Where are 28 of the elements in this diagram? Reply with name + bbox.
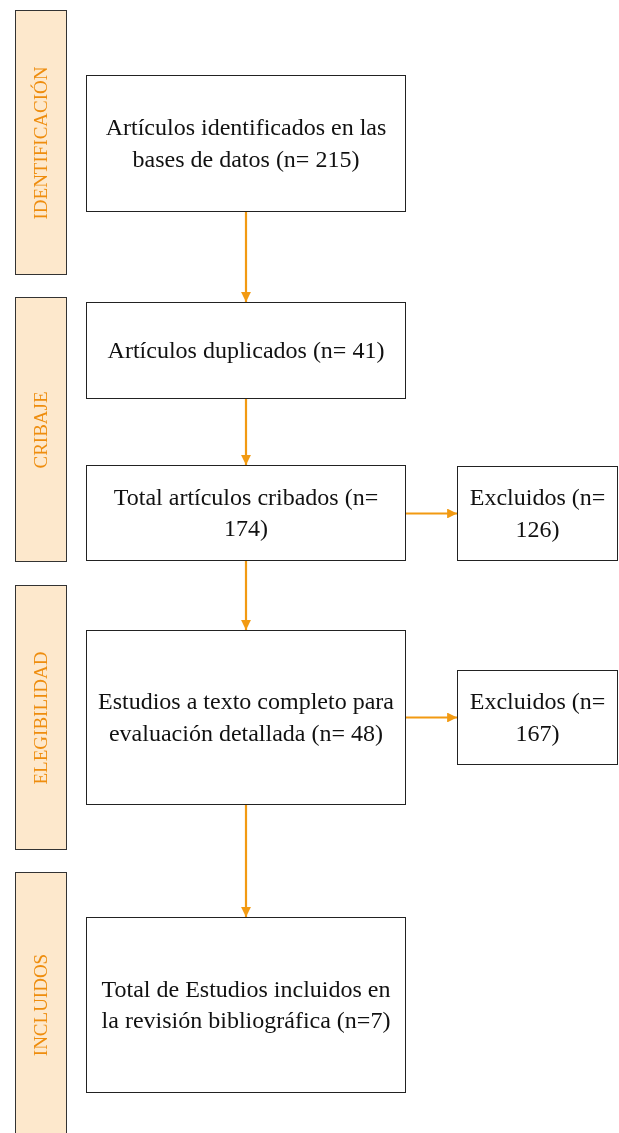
stage-label: CRIBAJE	[30, 390, 52, 469]
process-box	[86, 75, 406, 212]
stage-label: IDENTIFICACIÓN	[30, 66, 52, 219]
process-box	[86, 302, 406, 399]
process-box	[457, 670, 618, 765]
box-text: Estudios a texto completo para evaluación detallada (n= 48)	[97, 687, 395, 748]
arrow	[406, 712, 457, 723]
stage-band	[15, 585, 67, 850]
arrow	[241, 399, 251, 465]
arrow	[241, 805, 251, 917]
arrow	[241, 212, 251, 302]
stage-label: INCLUIDOS	[30, 953, 52, 1056]
box-text: Excluidos (n= 126)	[468, 483, 607, 544]
process-box	[86, 630, 406, 805]
box-text: Artículos identificados en las bases de datos (n= 215)	[104, 113, 388, 174]
stage-label: ELEGIBILIDAD	[30, 651, 52, 784]
box-text: Total artículos cribados (n= 174)	[112, 482, 380, 543]
box-text: Excluidos (n= 167)	[468, 687, 607, 748]
process-box	[86, 465, 406, 561]
stage-band	[15, 872, 67, 1133]
arrow	[241, 561, 251, 630]
stage-band	[15, 297, 67, 562]
box-text: Artículos duplicados (n= 41)	[107, 335, 385, 365]
process-box	[86, 917, 406, 1093]
stage-band	[15, 10, 67, 275]
box-text: Total de Estudios incluidos en la revisión bibliográfica (n=7)	[100, 974, 392, 1035]
process-box	[457, 466, 618, 561]
arrow	[406, 508, 457, 519]
